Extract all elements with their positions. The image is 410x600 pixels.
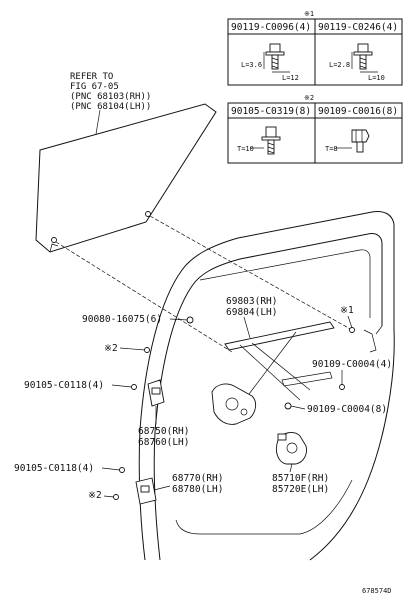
window-regulator [211,321,335,425]
bolt-icon [119,467,125,473]
callout-90109-C0004-4: 90109-C0004(4) [312,359,392,370]
table-cell-1-dim1: L=3.6 [241,61,262,69]
callout-mark-2-lower: ※2 [88,490,102,501]
callout-90109-C0004-8: 90109-C0004(8) [307,404,387,415]
door-glass [35,103,353,353]
callout-90080-16075: 90080-16075(6) [82,314,162,325]
bolt-icon [284,402,292,410]
fastener-table: ※1 90119-C0096(4) 90119-C0246(4) L=3.6 L… [227,10,403,164]
refer-line-3: (PNC 68103(RH)) [70,92,151,102]
table-mark-2: ※2 [304,94,314,102]
table-mark-1: ※1 [304,10,314,18]
bolt-icon [113,494,119,500]
refer-line-2: FIG 67-05 [70,82,119,92]
callout-mark-1: ※1 [340,305,354,316]
door-lock-motor [275,432,307,465]
bolt-icon [351,43,378,73]
table-cell-1-part: 90119-C0096(4) [231,22,311,33]
refer-line-1: REFER TO [70,72,113,82]
callout-85710f-rh: 85710F(RH) [272,473,329,484]
table-cell-2-dim1: L=2.8 [329,61,350,69]
upper-hinge [147,379,165,407]
bolt-icon [144,347,150,353]
diagram-code: 678574D [362,587,392,595]
callout-68780-lh: 68780(LH) [172,484,223,495]
callout-69804-lh: 69804(LH) [226,307,277,318]
callout-68770-rh: 68770(RH) [172,473,223,484]
refer-line-4: (PNC 68104(LH)) [70,102,151,112]
callouts: 90080-16075(6) ※2 90105-C0118(4) 69803(R… [14,296,392,501]
lower-hinge [135,477,157,505]
table-cell-2-part: 90119-C0246(4) [318,22,398,33]
callout-68750-rh: 68750(RH) [138,426,189,437]
callout-90105-C0118-lower: 90105-C0118(4) [14,463,94,474]
callout-mark-2-upper: ※2 [104,343,118,354]
flange-bolt-icon [250,126,281,155]
table-cell-3-dim1: T=10 [237,145,254,153]
bolt-icon [339,384,345,390]
bolt-icon [131,384,137,390]
bolt-icon [349,327,355,333]
screw-icon [336,129,370,153]
callout-68760-lh: 68760(LH) [138,437,189,448]
table-cell-4-dim1: T=8 [325,145,338,153]
refer-note: REFER TO FIG 67-05 (PNC 68103(RH)) (PNC … [70,72,151,135]
table-cell-3-part: 90105-C0319(8) [231,106,311,117]
table-cell-2-dim2: L=10 [368,74,385,82]
table-cell-1-dim2: L=12 [282,74,299,82]
callout-85720e-lh: 85720E(LH) [272,484,329,495]
table-cell-4-part: 90109-C0016(8) [318,106,398,117]
bolt-icon [263,43,290,73]
callout-69803-rh: 69803(RH) [226,296,277,307]
door-panel [138,211,395,561]
callout-90105-C0118-upper: 90105-C0118(4) [24,380,104,391]
